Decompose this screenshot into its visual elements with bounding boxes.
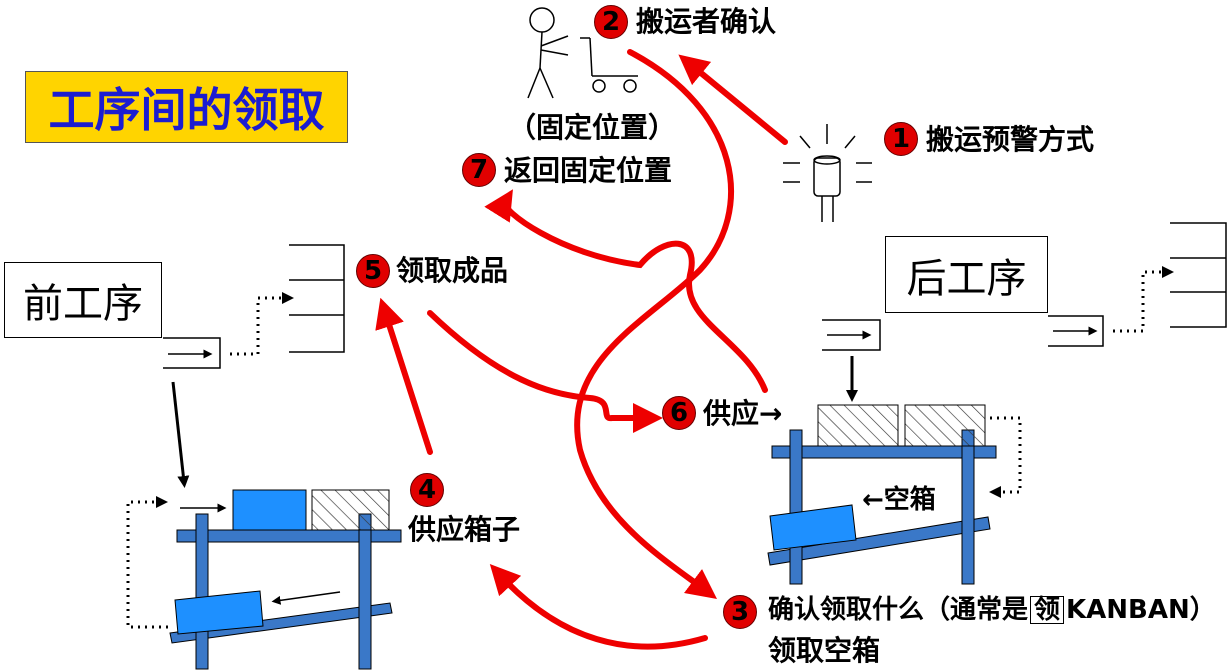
arrow-step5-to-6 (427, 310, 663, 433)
empty-hatched-box (311, 489, 390, 531)
step-7-badge: 7 (462, 153, 496, 187)
arrow-step6-to-7 (484, 189, 768, 393)
next-process-box: 后工序 (885, 236, 1048, 313)
arrow-step3-to-4 (489, 563, 708, 650)
flow-arrow-previous-down (171, 381, 190, 488)
step-1-badge: 1 (884, 122, 918, 156)
dotted-flow-empty-box (989, 416, 1022, 498)
step-3-label-line2: 领取空箱 (768, 634, 881, 667)
empty-box-outgoing (769, 504, 857, 551)
full-box (232, 489, 307, 531)
warning-light-icon (783, 124, 872, 222)
person-icon (527, 7, 569, 99)
next-process-store (822, 222, 1227, 351)
previous-process-rack (169, 489, 402, 670)
dotted-flow-rack-return (126, 496, 168, 629)
empty-hatched-box (817, 404, 899, 447)
returned-box (174, 590, 264, 635)
step-1-label: 搬运预警方式 (926, 123, 1095, 156)
step-4-label: 供应箱子 (408, 513, 521, 546)
empty-hatched-box (904, 404, 986, 447)
title-banner: 工序间的领取 (25, 71, 348, 143)
step-6-label: 供应→ (703, 397, 783, 430)
previous-process-store (163, 244, 345, 369)
operator-position-label: （固定位置） (508, 111, 677, 144)
kanban-char-box: 领 (1030, 596, 1065, 624)
step-6-badge: 6 (662, 396, 696, 430)
cart-icon (580, 37, 638, 93)
step-5-badge: 5 (356, 254, 390, 288)
previous-process-box: 前工序 (4, 262, 162, 338)
dotted-flow-previous (230, 292, 294, 356)
dotted-flow-next (1113, 266, 1174, 333)
arrow-step2-to-3 (574, 49, 734, 599)
step-3-badge: 3 (723, 595, 757, 629)
page-title: 工序间的领取 (48, 83, 325, 137)
next-process-rack (767, 404, 997, 585)
empty-box-label: ←空箱 (862, 485, 936, 515)
arrow-step4-to-5 (375, 297, 433, 455)
step-4-badge: 4 (410, 473, 444, 507)
step-7-label: 返回固定位置 (504, 154, 673, 187)
step-5-label: 领取成品 (396, 254, 509, 287)
step-3-label-prefix: 确认领取什么（通常是 (768, 595, 1029, 625)
step-3-label-suffix: KANBAN） (1066, 595, 1216, 625)
arrow-step1-to-2 (678, 54, 788, 145)
step-2-label: 搬运者确认 (636, 5, 777, 38)
step-2-badge: 2 (594, 5, 628, 39)
